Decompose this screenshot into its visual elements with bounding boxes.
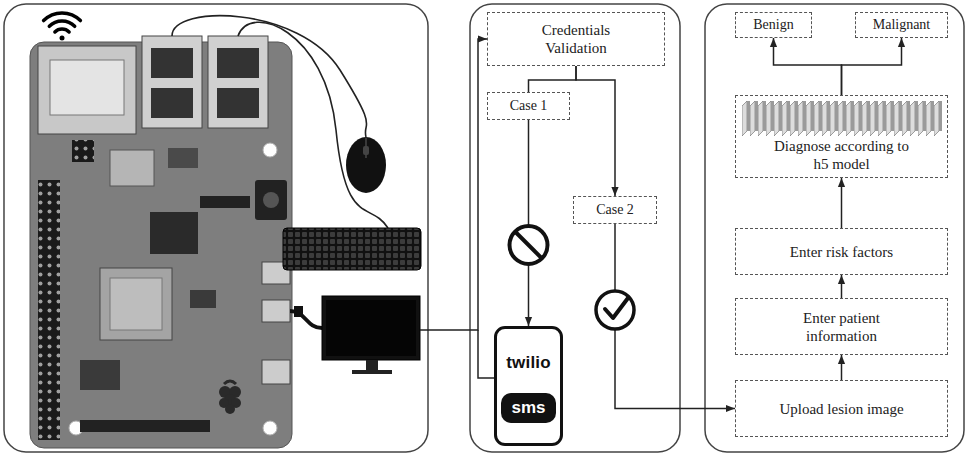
connector-arrow	[842, 38, 902, 95]
keyboard	[283, 228, 421, 270]
check-icon	[596, 291, 634, 329]
raspberry-pi-board	[30, 36, 292, 448]
ram-chip	[150, 212, 198, 254]
poe-header	[72, 140, 94, 162]
component	[168, 148, 198, 168]
result-box: Malignant	[855, 12, 948, 38]
result-box: Benign	[735, 12, 812, 38]
audio-jack	[263, 192, 279, 208]
node-label: Diagnose according to h5 model	[766, 137, 917, 173]
gpio-header	[38, 180, 60, 440]
usb-port	[208, 36, 268, 128]
soc-chip	[100, 268, 172, 340]
circuit-board	[30, 42, 292, 448]
panel	[470, 4, 680, 452]
wireless-chip	[110, 150, 154, 186]
connector-arrow	[841, 178, 843, 228]
process-box: Enter risk factors	[735, 228, 948, 275]
mounting-hole	[263, 143, 277, 157]
raspberry-logo	[219, 381, 241, 414]
usb-port	[217, 88, 259, 118]
sms-bubble: sms	[501, 393, 555, 423]
connector-arrow	[576, 66, 615, 196]
process-box: Upload lesion image	[735, 380, 948, 437]
brand-logo: twilio	[506, 353, 551, 373]
monitor	[322, 296, 420, 374]
ethernet-port	[50, 60, 124, 115]
wifi-icon	[44, 13, 81, 41]
connector-arrow	[841, 355, 843, 380]
usb-port	[151, 88, 193, 118]
usb-c-port	[262, 360, 290, 384]
connector-arrow	[774, 38, 842, 95]
audio-jack	[255, 180, 287, 220]
process-box: Enter patient information	[735, 298, 948, 355]
phone-device: twilio sms	[494, 326, 563, 446]
node-label: Case 2	[596, 202, 634, 219]
wire	[420, 39, 487, 330]
camera-connector	[80, 420, 210, 432]
display-connector	[200, 196, 250, 208]
node-label: Case 1	[510, 98, 548, 115]
case-box: Case 1	[487, 92, 570, 120]
micro-hdmi-port	[262, 300, 290, 322]
usb-port	[217, 48, 259, 78]
node-label: Benign	[753, 17, 793, 34]
component	[80, 360, 120, 390]
mouse	[346, 137, 386, 193]
connector-arrow	[528, 120, 530, 326]
wire	[478, 330, 494, 378]
node-label: Credentials Validation	[518, 21, 634, 57]
usb-port	[142, 36, 202, 128]
node-label: Enter risk factors	[790, 243, 893, 261]
prohibition-icon	[510, 226, 548, 264]
component	[190, 290, 216, 308]
connector-arrow	[615, 224, 735, 409]
hdmi-plug	[294, 306, 303, 317]
case-box: Case 2	[573, 196, 657, 224]
mounting-hole	[263, 421, 277, 435]
usb-cable	[238, 22, 388, 228]
ethernet-port	[38, 46, 136, 134]
panel	[4, 4, 428, 452]
soc-chip	[110, 278, 162, 330]
node-label: Malignant	[873, 17, 931, 34]
node-label: Enter patient information	[781, 309, 902, 345]
network-layers	[742, 100, 942, 137]
model-box: Diagnose according to h5 model	[735, 95, 948, 178]
node-label: Upload lesion image	[779, 400, 903, 418]
panel	[705, 4, 964, 452]
process-box: Credentials Validation	[487, 12, 665, 66]
usb-port	[151, 48, 193, 78]
usb-cable	[172, 16, 367, 137]
connector-arrow	[841, 275, 843, 298]
connector-arrow	[529, 66, 577, 92]
